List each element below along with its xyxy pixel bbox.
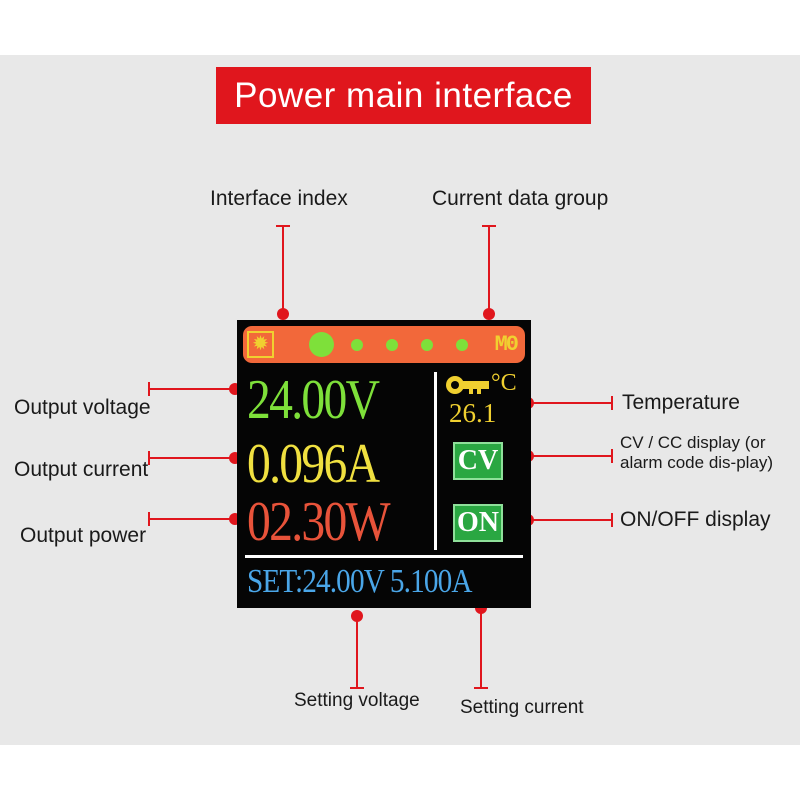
output-power-reading: 02.30W (247, 491, 391, 553)
lead-dot (277, 308, 289, 320)
lead-line (148, 518, 234, 520)
on-off-badge: ON (453, 504, 503, 542)
page-indicator (421, 339, 433, 351)
lead-line (356, 616, 358, 688)
data-group-indicator: M0 (494, 332, 519, 357)
lead-line (528, 519, 612, 521)
output-current-reading: 0.096A (247, 433, 380, 495)
set-current: 5.100A (389, 563, 473, 600)
lead-line (148, 388, 234, 390)
set-prefix: SET: (247, 563, 303, 600)
output-voltage-reading: 24.00V (247, 369, 380, 431)
set-voltage: 24.00V (302, 563, 384, 600)
setting-line: SET:24.00V 5.100A (247, 562, 473, 602)
horizontal-divider (245, 555, 523, 558)
lead-cap (611, 513, 613, 527)
label-output-current: Output current (14, 458, 149, 481)
page-indicator (386, 339, 398, 351)
lead-cap (611, 396, 613, 410)
label-output-voltage: Output voltage (14, 396, 151, 419)
page-indicator (351, 339, 363, 351)
page-indicator (456, 339, 468, 351)
lead-cap (474, 687, 488, 689)
status-bar: ✹ M0 (243, 326, 525, 363)
lead-line (528, 455, 612, 457)
temperature-unit: °C (491, 370, 517, 396)
lead-line (488, 225, 490, 313)
lead-line (528, 402, 612, 404)
page-title: Power main interface (216, 67, 591, 124)
label-setting-current: Setting current (460, 697, 584, 718)
lead-cap (350, 687, 364, 689)
page-indicator-active (309, 332, 334, 357)
lcd-screen: ✹ M0 24.00V 0.096A 02.30W °C 26.1 CV ON … (237, 320, 531, 608)
lead-line (282, 225, 284, 313)
label-cv-cc-display: CV / CC display (or alarm code dis-play) (620, 433, 774, 472)
lead-line (148, 457, 234, 459)
label-current-data-group: Current data group (432, 187, 609, 210)
label-on-off-display: ON/OFF display (620, 508, 771, 531)
label-interface-index: Interface index (210, 187, 348, 210)
sun-icon: ✹ (247, 331, 274, 358)
lead-line (480, 608, 482, 688)
label-output-power: Output power (20, 524, 147, 547)
cv-cc-badge: CV (453, 442, 503, 480)
lead-cap (611, 449, 613, 463)
label-setting-voltage: Setting voltage (294, 690, 420, 711)
vertical-divider (434, 372, 437, 550)
label-temperature: Temperature (622, 391, 740, 414)
temperature-value: 26.1 (449, 398, 497, 428)
thermometer-icon (446, 376, 489, 394)
lead-dot (483, 308, 495, 320)
